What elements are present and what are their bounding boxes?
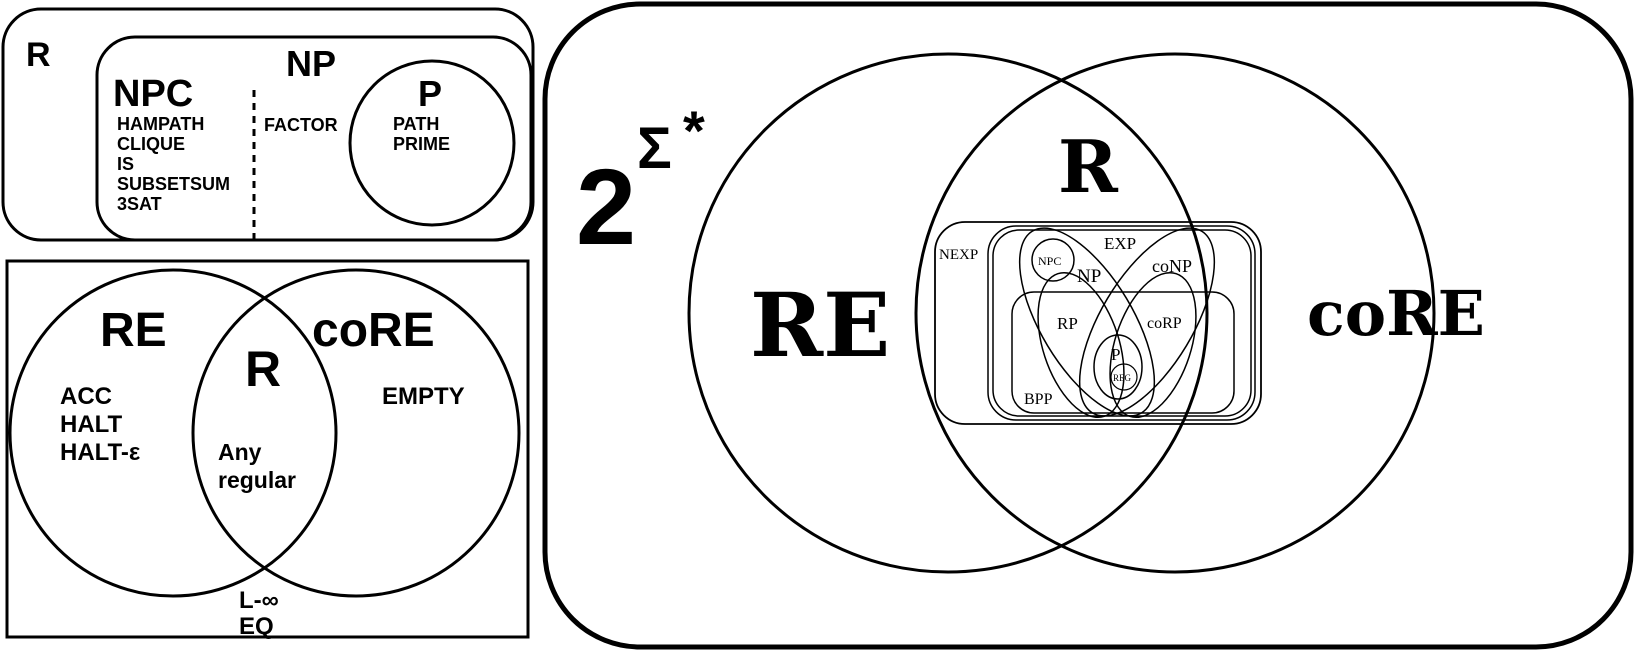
exp-region-inner xyxy=(992,229,1252,417)
p-problem: PRIME xyxy=(393,134,450,154)
npc-region-label: NPC xyxy=(113,73,193,115)
factor-label: FACTOR xyxy=(264,115,338,135)
r-problem: regular xyxy=(218,467,296,493)
np-small-label: NP xyxy=(1077,266,1101,287)
np-panel: R NP NPC HAMPATH CLIQUE IS SUBSETSUM 3SA… xyxy=(1,7,535,242)
npc-problem: SUBSETSUM xyxy=(117,174,230,194)
universe-base: 2 xyxy=(576,146,636,267)
re-problem: ACC xyxy=(60,383,112,410)
rp-small-label: RP xyxy=(1057,314,1078,333)
np-ellipse xyxy=(1018,227,1156,417)
npc-small-circle xyxy=(1031,238,1075,282)
exp-region xyxy=(987,225,1256,421)
universe-panel: 2 Σ * RE R coRE NEXP EXP BPP NPC NP coNP… xyxy=(542,1,1634,650)
core-circle xyxy=(191,268,521,598)
re-panel: RE coRE R ACC HALT HALT-ε Any regular EM… xyxy=(5,259,530,640)
big-r-label: R xyxy=(1058,124,1119,209)
npc-problem: 3SAT xyxy=(117,194,162,214)
big-core-label: coRE xyxy=(1307,277,1485,350)
reg-small-circle xyxy=(1110,363,1138,391)
np-region xyxy=(95,35,533,242)
nexp-region xyxy=(934,221,1262,425)
p-small-ellipse xyxy=(1093,334,1143,400)
p-region-label: P xyxy=(418,73,442,114)
re-problem: HALT-ε xyxy=(60,439,140,466)
p-region xyxy=(348,59,516,227)
npc-problem: IS xyxy=(117,154,134,174)
r-label: R xyxy=(245,341,281,397)
big-re-circle xyxy=(687,52,1209,574)
reg-small-label: REG xyxy=(1113,373,1132,383)
conp-small-label: coNP xyxy=(1152,256,1192,276)
big-re-label: RE xyxy=(750,273,890,377)
re-label: RE xyxy=(100,304,167,357)
re-circle xyxy=(8,268,338,598)
corp-ellipse xyxy=(1109,271,1197,419)
npc-problem: CLIQUE xyxy=(117,134,185,154)
nexp-label: NEXP xyxy=(939,247,978,263)
np-region-label: NP xyxy=(286,43,336,84)
r-region-label: R xyxy=(26,36,51,74)
bpp-label: BPP xyxy=(1024,391,1053,408)
npc-problem: HAMPATH xyxy=(117,114,204,134)
re-panel-frame xyxy=(5,259,530,639)
conp-ellipse xyxy=(1078,227,1216,417)
npc-small-label: NPC xyxy=(1038,254,1061,268)
p-small-label: P xyxy=(1111,345,1120,364)
core-label: coRE xyxy=(312,304,435,357)
exp-label: EXP xyxy=(1104,234,1136,253)
npc-problem-list: HAMPATH CLIQUE IS SUBSETSUM 3SAT xyxy=(117,114,230,214)
outside-problem: EQ xyxy=(239,613,274,640)
r-problem: Any xyxy=(218,439,262,465)
big-core-circle xyxy=(914,52,1436,574)
universe-star: * xyxy=(683,99,705,162)
corp-small-label: coRP xyxy=(1147,315,1182,332)
re-problem: HALT xyxy=(60,411,123,438)
universe-exponent: Σ xyxy=(637,116,672,181)
outside-problem: L-∞ xyxy=(239,587,279,614)
p-problem: PATH xyxy=(393,114,439,134)
core-problem: EMPTY xyxy=(382,383,465,410)
universe-frame xyxy=(542,1,1634,650)
